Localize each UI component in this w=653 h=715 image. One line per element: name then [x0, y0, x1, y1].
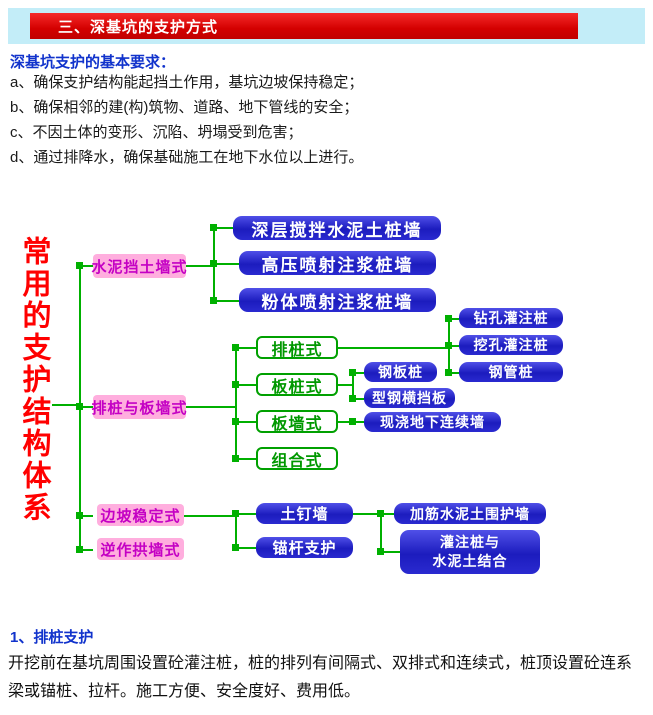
junction-square	[232, 455, 239, 462]
junction-square	[377, 510, 384, 517]
node-cast-in-situ-diaphragm-wall: 现浇地下连续墙	[364, 412, 501, 432]
node-cement-retaining-wall: 水泥挡土墙式	[92, 254, 187, 278]
connector-line	[80, 549, 93, 551]
node-dug-cast-in-place-pile: 挖孔灌注桩	[459, 335, 563, 355]
junction-square	[76, 262, 83, 269]
junction-square	[232, 418, 239, 425]
junction-square	[232, 381, 239, 388]
connector-line	[382, 551, 400, 553]
junction-square	[349, 395, 356, 402]
requirement-item-b: b、确保相邻的建(构)筑物、道路、地下管线的安全；	[10, 99, 359, 116]
node-pile-and-panel-wall: 排桩与板墙式	[92, 395, 187, 419]
connector-line	[237, 384, 256, 386]
junction-square	[76, 546, 83, 553]
junction-square	[377, 548, 384, 555]
node-section-steel-lagging: 型钢横挡板	[364, 388, 455, 408]
node-steel-pipe-pile: 钢管桩	[459, 362, 563, 382]
junction-square	[76, 512, 83, 519]
node-soil-nail-wall: 土钉墙	[256, 503, 353, 524]
connector-line	[235, 348, 237, 460]
node-steel-sheet-pile: 钢板桩	[364, 362, 437, 382]
connector-line	[186, 265, 214, 267]
connector-line	[380, 513, 382, 553]
connector-line	[235, 513, 237, 549]
junction-square	[445, 369, 452, 376]
junction-square	[349, 418, 356, 425]
node-combined-type: 组合式	[256, 447, 338, 470]
node-high-pressure-jet-grouting-pile-wall: 高压喷射注浆桩墙	[239, 251, 436, 275]
connector-line	[52, 404, 80, 406]
junction-square	[76, 403, 83, 410]
connector-line	[382, 513, 394, 515]
junction-square	[210, 297, 217, 304]
connector-line	[215, 227, 233, 229]
node-sheet-pile-type: 板桩式	[256, 373, 338, 396]
connector-line	[352, 372, 354, 400]
connector-line	[215, 300, 239, 302]
requirement-item-a: a、确保支护结构能起挡土作用，基坑边坡保持稳定；	[10, 74, 364, 91]
connector-line	[354, 372, 364, 374]
connector-line	[237, 347, 256, 349]
junction-square	[232, 510, 239, 517]
page-title: 三、深基坑的支护方式	[30, 13, 578, 39]
junction-square	[445, 342, 452, 349]
node-panel-wall-type: 板墙式	[256, 410, 338, 433]
connector-line	[80, 406, 93, 408]
intro-list: a、确保支护结构能起挡土作用，基坑边坡保持稳定； b、确保相邻的建(构)筑物、道…	[10, 70, 363, 170]
connector-line	[237, 547, 256, 549]
node-powder-jet-grouting-pile-wall: 粉体喷射注浆桩墙	[239, 288, 436, 312]
junction-square	[232, 344, 239, 351]
connector-line	[338, 347, 448, 349]
node-slope-stabilization: 边坡稳定式	[97, 504, 184, 526]
section-body: 开挖前在基坑周围设置砼灌注桩，桩的排列有间隔式、双排式和连续式，桩顶设置砼连系梁…	[8, 655, 633, 700]
node-reverse-arch-wall: 逆作拱墙式	[97, 538, 184, 560]
node-reinforced-cement-soil-wall: 加筋水泥土围护墙	[394, 503, 546, 524]
node-deep-mixing-cement-pile-wall: 深层搅拌水泥土桩墙	[233, 216, 441, 240]
node-cast-pile-cement-soil-combination: 灌注桩与 水泥土结合	[400, 530, 540, 574]
connector-line	[80, 265, 93, 267]
node-row-pile-type: 排桩式	[256, 336, 338, 359]
page-title-text: 三、深基坑的支护方式	[58, 18, 219, 36]
diagram-root-label: 常用的支护结构体系	[18, 236, 52, 524]
connector-line	[354, 398, 364, 400]
junction-square	[210, 224, 217, 231]
connector-line	[450, 372, 459, 374]
connector-line	[184, 515, 235, 517]
intro-heading: 深基坑支护的基本要求：	[10, 54, 176, 71]
connector-line	[215, 263, 239, 265]
junction-square	[445, 315, 452, 322]
junction-square	[349, 369, 356, 376]
connector-line	[237, 421, 256, 423]
section-heading-pile-support: 1、排桩支护	[10, 629, 94, 646]
section-banner: 三、深基坑的支护方式	[8, 8, 645, 44]
connector-line	[450, 345, 459, 347]
connector-line	[338, 384, 352, 386]
requirement-item-c: c、不因土体的变形、沉陷、坍塌受到危害；	[10, 124, 303, 141]
connector-line	[80, 515, 93, 517]
node-bored-cast-in-place-pile: 钻孔灌注桩	[459, 308, 563, 328]
node-anchor-support: 锚杆支护	[256, 537, 353, 558]
connector-line	[237, 458, 256, 460]
connector-line	[237, 513, 256, 515]
junction-square	[210, 260, 217, 267]
connector-line	[353, 513, 380, 515]
junction-square	[232, 544, 239, 551]
connector-line	[450, 318, 459, 320]
connector-line	[186, 406, 235, 408]
requirement-item-d: d、通过排降水，确保基础施工在地下水位以上进行。	[10, 149, 364, 166]
